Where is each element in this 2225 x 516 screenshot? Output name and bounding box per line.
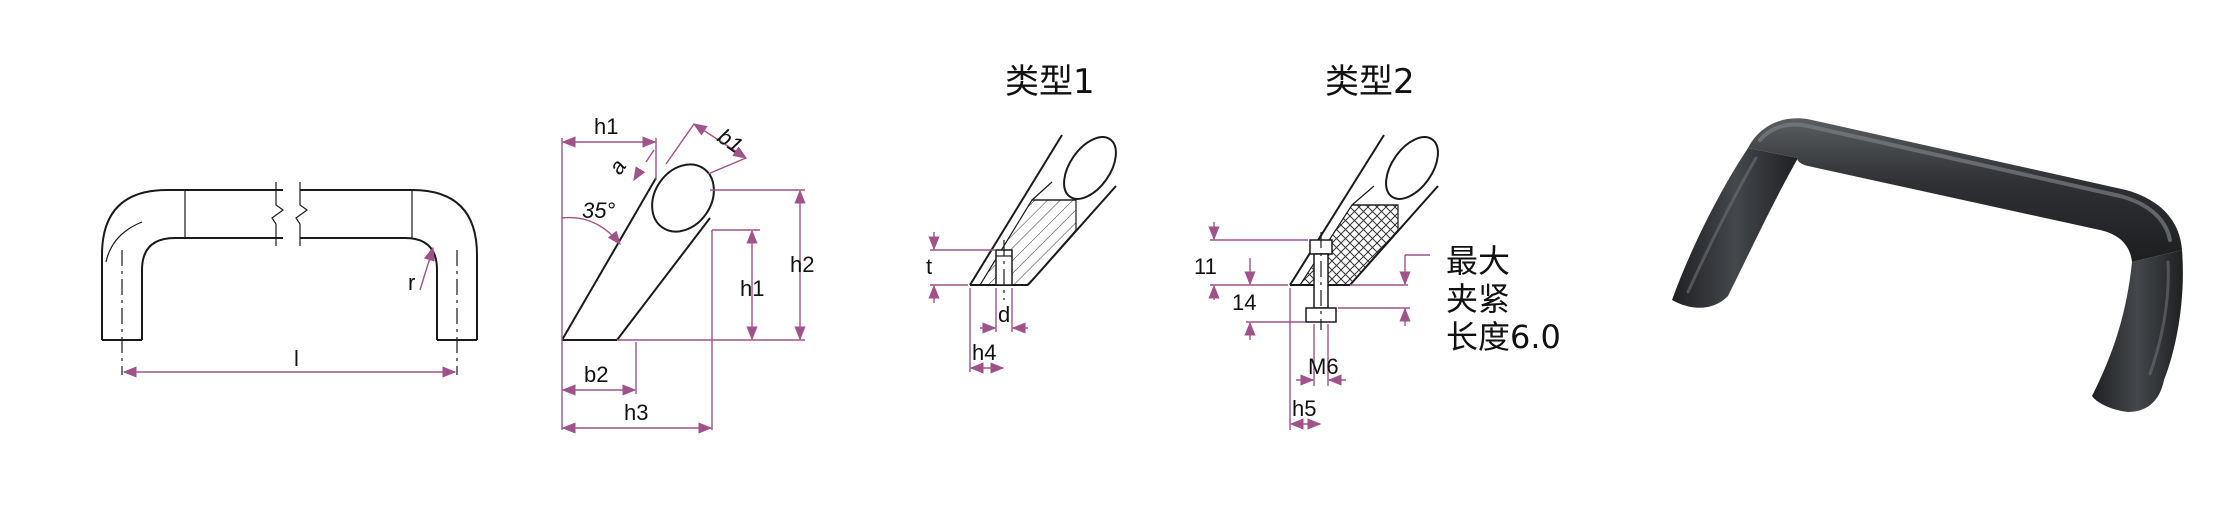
- label-angle: 35°: [582, 198, 615, 223]
- handle-photo: [1672, 118, 2183, 412]
- label-14: 14: [1232, 290, 1256, 315]
- label-11: 11: [1194, 254, 1217, 279]
- label-h4: h4: [972, 340, 996, 365]
- break-mark: [271, 182, 285, 246]
- handle-left-leg: [1672, 148, 1798, 308]
- label-a: a: [604, 154, 632, 178]
- handle-top-bar: [1748, 118, 2182, 263]
- section-ellipse: [651, 163, 715, 233]
- label-m6: M6: [1308, 354, 1339, 379]
- label-h3: h3: [624, 400, 648, 425]
- label-b1: b1: [713, 124, 747, 159]
- side-view: h1 b1 a 35° h2 h1 b2 h3: [561, 114, 814, 434]
- hatched-section: [978, 199, 1077, 286]
- front-view: r l: [101, 182, 478, 378]
- note-line2: 夹紧: [1446, 280, 1510, 318]
- label-b2: b2: [584, 362, 608, 387]
- handle-outer-outline: [101, 189, 478, 340]
- type1-title: 类型1: [1005, 62, 1095, 102]
- handle-inner-outline: [141, 237, 438, 340]
- label-t: t: [926, 254, 932, 279]
- side-profile: [561, 177, 711, 341]
- label-l: l: [294, 346, 299, 371]
- note-line1: 最大: [1446, 242, 1510, 280]
- note-line3: 长度6.0: [1446, 318, 1561, 356]
- handle-right-leg: [2092, 250, 2183, 412]
- label-h1-top: h1: [594, 114, 618, 139]
- type2-title: 类型2: [1325, 62, 1415, 102]
- type2-section: 类型2 11 14 M6 h: [1194, 62, 1561, 430]
- label-d: d: [998, 302, 1010, 327]
- label-h5: h5: [1292, 396, 1316, 421]
- label-r: r: [408, 270, 415, 295]
- break-mark: [295, 182, 309, 246]
- label-h1-side: h1: [740, 276, 764, 301]
- label-h2: h2: [790, 252, 814, 277]
- type1-section: 类型1 t d h4: [926, 62, 1117, 374]
